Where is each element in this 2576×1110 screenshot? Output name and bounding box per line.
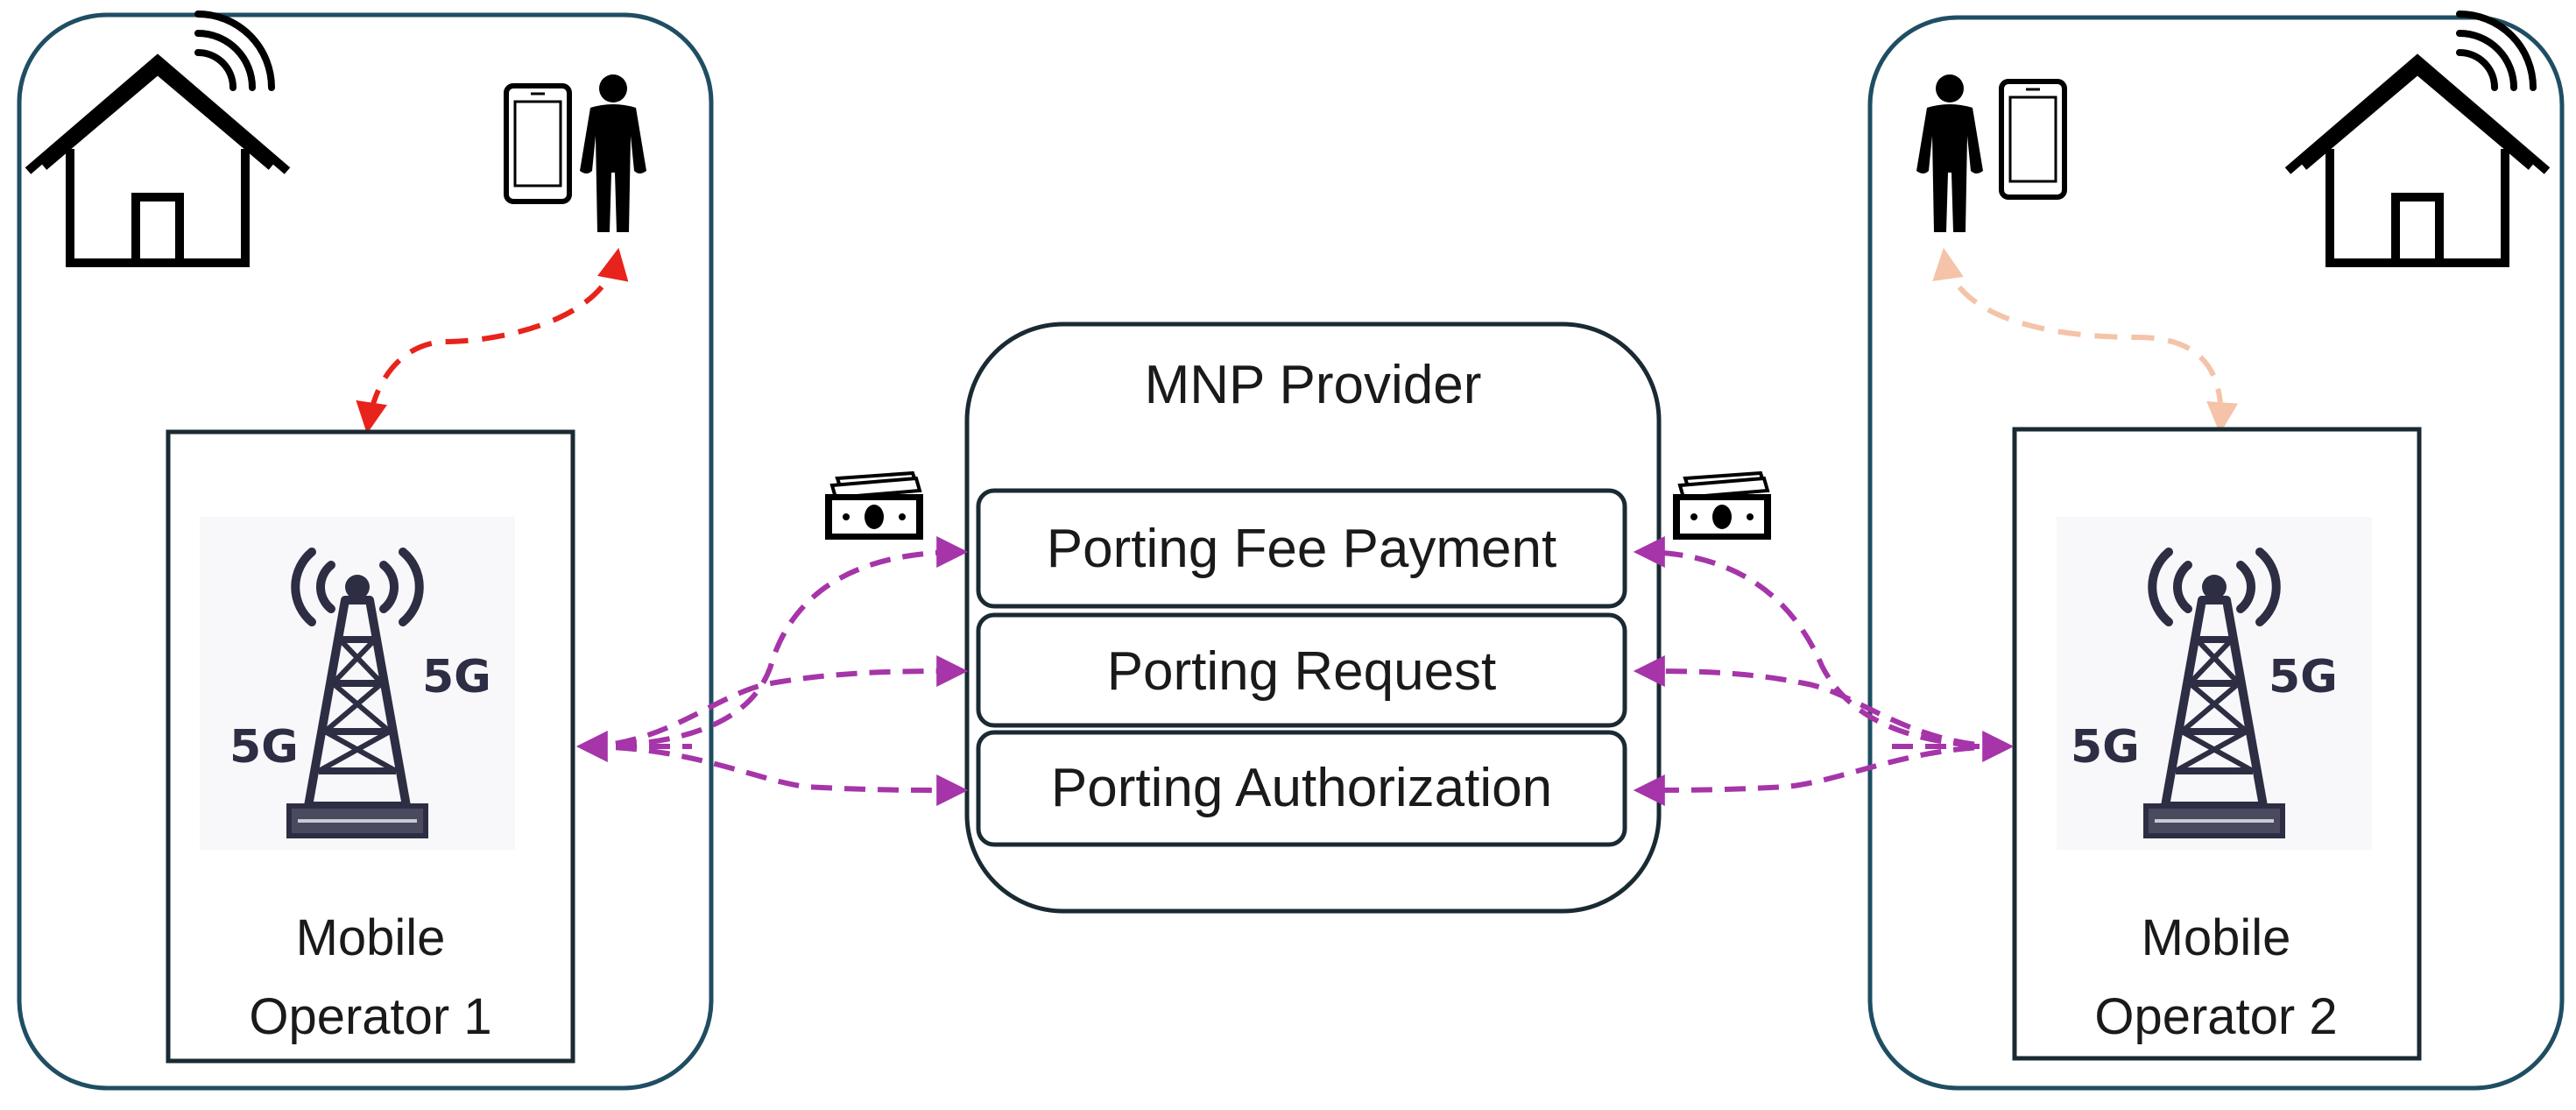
- mnp-provider-panel: MNP Provider Porting Fee Payment Porting…: [964, 322, 1662, 914]
- band-label-right: 5G: [2269, 651, 2338, 703]
- operator-2-label-line2: Operator 2: [2094, 988, 2337, 1045]
- flow-authorization-left: [582, 744, 969, 806]
- flow-fee-left: [582, 536, 969, 749]
- smartphone-icon: [2001, 81, 2064, 197]
- house-icon: [2288, 60, 2547, 263]
- step-porting-fee-payment: [976, 488, 1627, 609]
- user-operator-link-1: [356, 247, 629, 435]
- flow-fee-right: [1633, 536, 2008, 749]
- person-icon: [580, 74, 646, 232]
- operator-1-panel: 5G 5G Mobile Operator 1: [17, 14, 714, 1091]
- operator-2-label-line1: Mobile: [2142, 909, 2291, 966]
- smartphone-icon: [506, 86, 569, 201]
- step-porting-authorization: [976, 730, 1627, 847]
- user-operator-link-2: [1932, 247, 2239, 435]
- step-label-authorization: Porting Authorization: [1051, 758, 1552, 818]
- money-icon: [1671, 471, 1773, 541]
- right-flow-arrows: [1633, 536, 2015, 806]
- house-icon: [28, 60, 287, 263]
- flow-request-left: [575, 655, 969, 762]
- mnp-provider-title: MNP Provider: [1145, 355, 1482, 415]
- person-icon: [1916, 74, 1983, 232]
- step-porting-request: [976, 612, 1627, 728]
- step-label-fee: Porting Fee Payment: [1047, 519, 1556, 579]
- wifi-icon: [2460, 14, 2533, 88]
- band-label-left: 5G: [229, 721, 299, 774]
- band-label-left: 5G: [2071, 721, 2140, 774]
- operator-1-label-line1: Mobile: [296, 909, 446, 966]
- wifi-icon: [198, 14, 272, 88]
- flow-request-right: [1633, 655, 2008, 749]
- band-label-right: 5G: [422, 651, 491, 703]
- left-flow-arrows: [575, 536, 969, 806]
- money-icon: [823, 471, 925, 541]
- step-label-request: Porting Request: [1107, 641, 1497, 702]
- operator-2-panel: 5G 5G Mobile Operator 2: [1867, 14, 2565, 1091]
- flow-authorization-right: [1633, 731, 2015, 806]
- operator-1-label-line2: Operator 1: [249, 988, 491, 1045]
